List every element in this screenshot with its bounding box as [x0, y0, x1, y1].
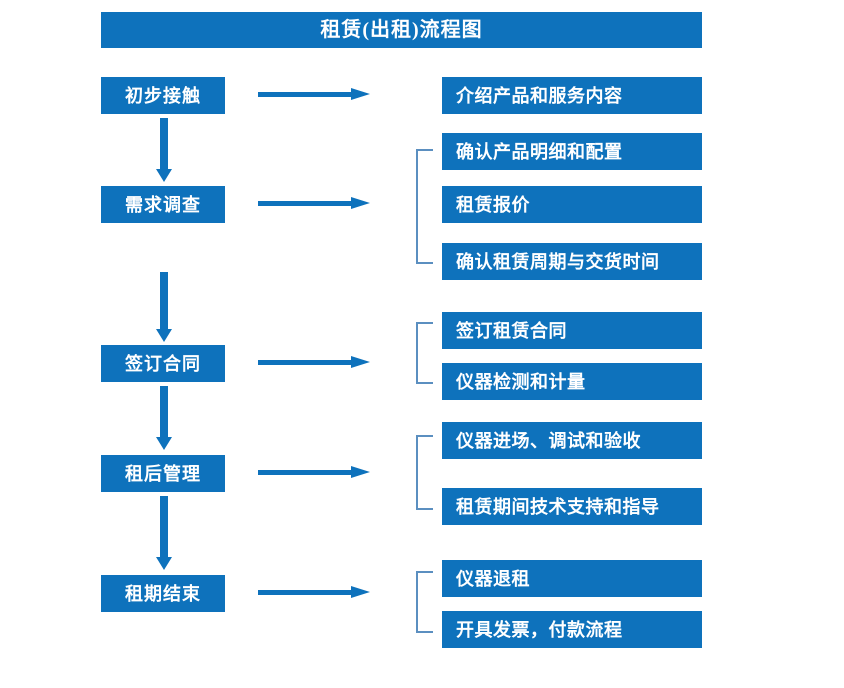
arrow-shaft [160, 386, 168, 437]
arrow-head [156, 169, 172, 182]
stage-box-2[interactable]: 需求调查 [101, 186, 225, 223]
group-bracket-2 [416, 149, 433, 264]
vertical-arrow-icon-1 [155, 118, 173, 182]
horizontal-arrow-icon-3 [258, 354, 370, 372]
vertical-arrow-icon-2 [155, 272, 173, 342]
stage-box-4[interactable]: 租后管理 [101, 455, 225, 492]
detail-box-3[interactable]: 租赁报价 [442, 186, 702, 223]
arrow-shaft [160, 118, 168, 169]
group-bracket-5 [416, 571, 433, 633]
arrow-shaft [258, 470, 354, 475]
arrow-head [156, 437, 172, 450]
arrow-head [156, 329, 172, 342]
arrow-shaft [258, 360, 354, 365]
detail-box-6[interactable]: 仪器检测和计量 [442, 363, 702, 400]
vertical-arrow-icon-4 [155, 496, 173, 570]
group-bracket-4 [416, 435, 433, 510]
horizontal-arrow-icon-5 [258, 584, 370, 602]
arrow-shaft [160, 272, 168, 329]
arrow-head [351, 356, 370, 368]
detail-box-4[interactable]: 确认租赁周期与交货时间 [442, 243, 702, 280]
horizontal-arrow-icon-2 [258, 195, 370, 213]
arrow-shaft [258, 590, 354, 595]
horizontal-arrow-icon-1 [258, 86, 370, 104]
arrow-head [351, 586, 370, 598]
stage-box-5[interactable]: 租期结束 [101, 575, 225, 612]
arrow-head [351, 88, 370, 100]
horizontal-arrow-icon-4 [258, 464, 370, 482]
arrow-head [156, 557, 172, 570]
detail-box-10[interactable]: 开具发票，付款流程 [442, 611, 702, 648]
detail-box-5[interactable]: 签订租赁合同 [442, 312, 702, 349]
arrow-head [351, 197, 370, 209]
arrow-shaft [258, 92, 354, 97]
detail-box-8[interactable]: 租赁期间技术支持和指导 [442, 488, 702, 525]
arrow-shaft [160, 496, 168, 557]
stage-box-3[interactable]: 签订合同 [101, 345, 225, 382]
arrow-head [351, 466, 370, 478]
vertical-arrow-icon-3 [155, 386, 173, 450]
detail-box-7[interactable]: 仪器进场、调试和验收 [442, 422, 702, 459]
group-bracket-3 [416, 322, 433, 384]
page-title: 租赁(出租)流程图 [101, 12, 702, 48]
stage-box-1[interactable]: 初步接触 [101, 77, 225, 114]
detail-box-2[interactable]: 确认产品明细和配置 [442, 133, 702, 170]
arrow-shaft [258, 201, 354, 206]
detail-box-9[interactable]: 仪器退租 [442, 560, 702, 597]
detail-box-1[interactable]: 介绍产品和服务内容 [442, 77, 702, 114]
